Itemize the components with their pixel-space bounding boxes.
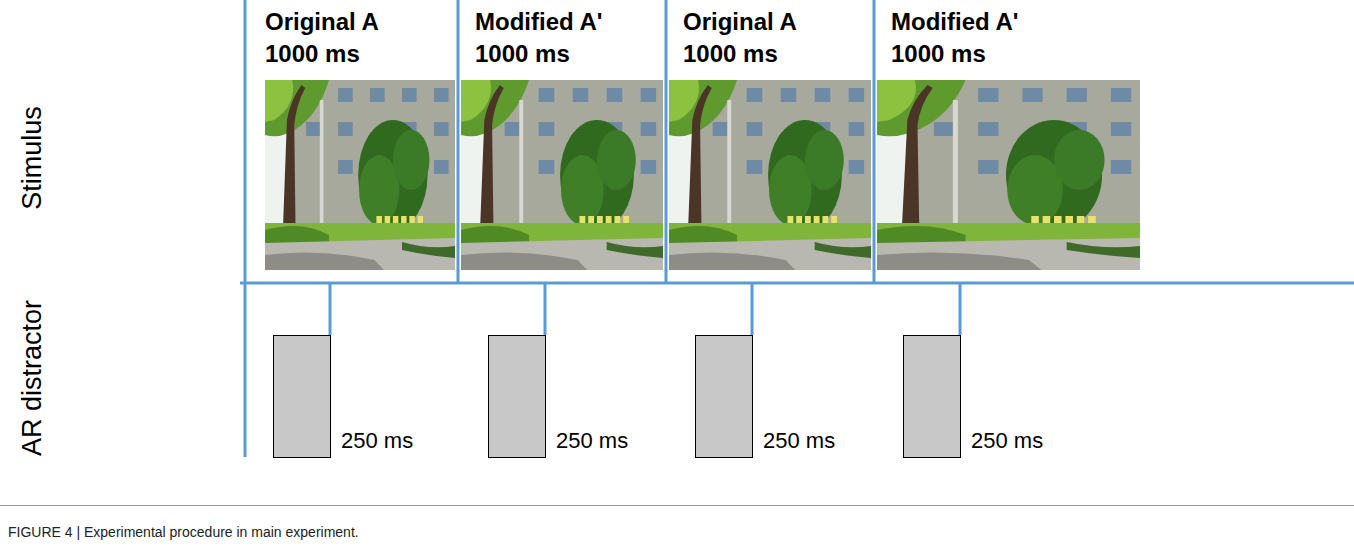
- duration-label: 250 ms: [971, 428, 1043, 453]
- duration-label: 250 ms: [763, 428, 835, 453]
- duration-label: 250 ms: [341, 428, 413, 453]
- column-header: Original A: [265, 8, 379, 36]
- figure-caption: FIGURE 4 | Experimental procedure in mai…: [8, 524, 359, 540]
- column-header: Original A: [683, 8, 797, 36]
- row-label: AR distractor: [17, 300, 48, 456]
- duration-header: 1000 ms: [683, 40, 778, 68]
- column-header: Modified A': [475, 8, 602, 36]
- column-header: Modified A': [891, 8, 1018, 36]
- row-label: Stimulus: [17, 106, 48, 210]
- duration-label: 250 ms: [556, 428, 628, 453]
- duration-header: 1000 ms: [265, 40, 360, 68]
- duration-header: 1000 ms: [475, 40, 570, 68]
- duration-header: 1000 ms: [891, 40, 986, 68]
